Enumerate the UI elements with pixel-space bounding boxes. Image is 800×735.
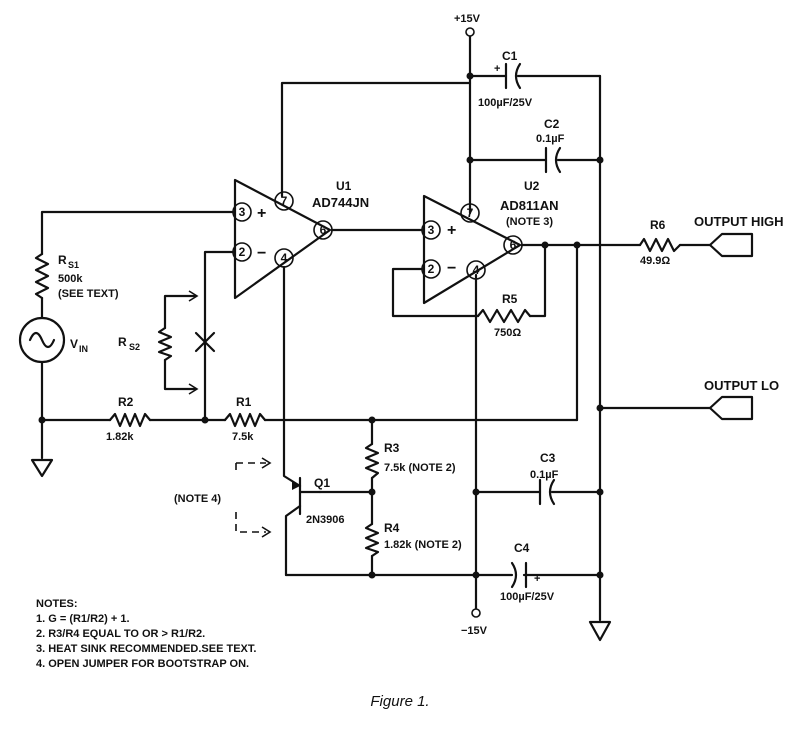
- u2-plus-sign: +: [447, 222, 456, 239]
- resistor-rs1: [34, 252, 50, 300]
- r2-value: 1.82k: [106, 431, 134, 443]
- c1-value: 100µF/25V: [478, 97, 533, 109]
- pos-rail-terminal: [465, 27, 475, 37]
- rs2-sub: S2: [129, 342, 140, 352]
- capacitor-c4: [510, 561, 528, 589]
- pos-rail-label: +15V: [454, 13, 481, 25]
- u2-ref: U2: [524, 179, 540, 193]
- q1-ref: Q1: [314, 476, 330, 490]
- note-1: 1. G = (R1/R2) + 1.: [36, 613, 130, 625]
- r3-value: 7.5k (NOTE 2): [384, 462, 456, 474]
- u1-pin-3: 3: [239, 205, 246, 219]
- capacitor-c3: [538, 478, 556, 506]
- u2-note: (NOTE 3): [506, 216, 553, 228]
- note-3: 3. HEAT SINK RECOMMENDED.SEE TEXT.: [36, 643, 256, 655]
- u2-minus-sign: −: [447, 260, 456, 277]
- c4-polarity: +: [534, 573, 540, 585]
- note4-jumper-arrows: [235, 457, 272, 538]
- note-4: 4. OPEN JUMPER FOR BOOTSTRAP ON.: [36, 658, 249, 670]
- u1-pin-6: 6: [320, 223, 327, 237]
- neg-rail-terminal: [471, 608, 481, 618]
- vin-ref: V: [70, 337, 78, 351]
- c1-ref: C1: [502, 49, 518, 63]
- jumper-x-mark: [194, 331, 216, 353]
- u1-plus-sign: +: [257, 205, 266, 222]
- rs1-ref: R: [58, 253, 67, 267]
- r2-ref: R2: [118, 395, 134, 409]
- u2-opamp: [422, 194, 522, 305]
- u2-pin-6: 6: [510, 238, 517, 252]
- u2-pin-4: 4: [473, 263, 480, 277]
- resistor-r2: [108, 412, 152, 428]
- c1-polarity: +: [494, 63, 500, 75]
- q1-part: 2N3906: [306, 514, 345, 526]
- r4-value: 1.82k (NOTE 2): [384, 539, 462, 551]
- u1-pin-7: 7: [281, 194, 288, 208]
- rs1-sub: S1: [68, 260, 79, 270]
- c4-ref: C4: [514, 541, 530, 555]
- capacitor-c2: [544, 146, 562, 174]
- u1-part: AD744JN: [312, 195, 369, 210]
- neg-rail-label: −15V: [461, 625, 488, 637]
- u2-pin-7: 7: [467, 206, 474, 220]
- resistor-r3: [364, 442, 380, 480]
- note-2: 2. R3/R4 EQUAL TO OR > R1/R2.: [36, 628, 205, 640]
- r6-value: 49.9Ω: [640, 255, 670, 267]
- c3-value: 0.1µF: [530, 469, 559, 481]
- resistor-rs2: [157, 290, 199, 395]
- vin-source: [18, 316, 66, 364]
- junction-dots: [38, 72, 604, 579]
- figure-caption: Figure 1.: [370, 693, 429, 710]
- resistor-r6: [638, 237, 682, 253]
- rs2-ref: R: [118, 335, 127, 349]
- capacitor-c1: [504, 62, 522, 90]
- signal-wiring: [30, 210, 712, 577]
- output-high-connector: [708, 232, 754, 258]
- u2-pins: 3 2 7 4 6 + −: [421, 203, 523, 280]
- vin-sub: IN: [79, 344, 88, 354]
- rs1-note: (SEE TEXT): [58, 288, 119, 300]
- transistor-q1: [292, 476, 322, 516]
- u1-pin-2: 2: [239, 245, 246, 259]
- output-lo-connector: [708, 395, 754, 421]
- resistor-r1: [223, 412, 267, 428]
- r5-ref: R5: [502, 292, 518, 306]
- r3-ref: R3: [384, 441, 400, 455]
- r1-ref: R1: [236, 395, 252, 409]
- u1-minus-sign: −: [257, 245, 266, 262]
- output-high-label: OUTPUT HIGH: [694, 214, 784, 229]
- notes-title: NOTES:: [36, 598, 78, 610]
- r5-value: 750Ω: [494, 327, 521, 339]
- c3-ref: C3: [540, 451, 556, 465]
- u2-pin-2: 2: [428, 262, 435, 276]
- note4-label: (NOTE 4): [174, 493, 221, 505]
- ground-symbol-right: [588, 620, 612, 642]
- u1-ref: U1: [336, 179, 352, 193]
- r6-ref: R6: [650, 218, 666, 232]
- u1-opamp: [233, 178, 332, 300]
- c4-value: 100µF/25V: [500, 591, 555, 603]
- resistor-r4: [364, 522, 380, 558]
- u1-pin-4: 4: [281, 251, 288, 265]
- output-lo-label: OUTPUT LO: [704, 378, 779, 393]
- r1-value: 7.5k: [232, 431, 254, 443]
- c2-ref: C2: [544, 117, 560, 131]
- u2-pin-3: 3: [428, 223, 435, 237]
- ground-symbol-left: [30, 458, 54, 478]
- r4-ref: R4: [384, 521, 400, 535]
- resistor-r5: [476, 308, 532, 324]
- rs1-value: 500k: [58, 273, 83, 285]
- c2-value: 0.1µF: [536, 133, 565, 145]
- u2-part: AD811AN: [500, 198, 559, 213]
